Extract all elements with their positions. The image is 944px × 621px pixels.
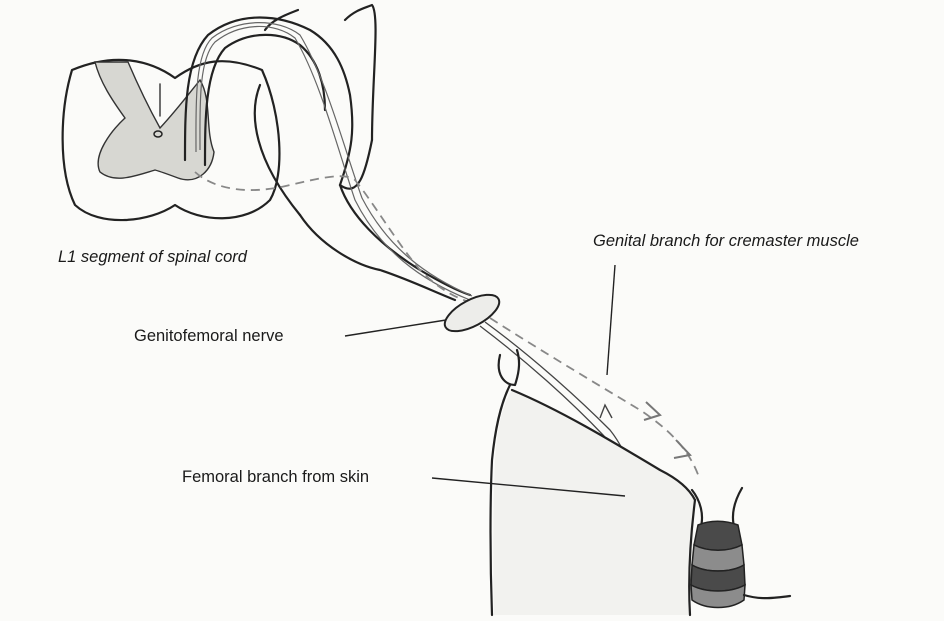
cremaster-band-1 bbox=[694, 521, 742, 550]
label-spinal-cord: L1 segment of spinal cord bbox=[58, 248, 248, 266]
cremaster-muscle bbox=[691, 488, 790, 608]
spinal-cord-cross-section bbox=[63, 60, 280, 220]
genitofemoral-ganglion bbox=[439, 287, 504, 338]
label-genital-branch: Genital branch for cremaster muscle bbox=[593, 232, 859, 250]
label-femoral-branch: Femoral branch from skin bbox=[182, 468, 369, 486]
thigh-skin-region bbox=[491, 350, 696, 615]
motor-pathway-dashed bbox=[195, 172, 480, 305]
genital-branch-leader bbox=[607, 265, 615, 375]
label-genitofemoral: Genitofemoral nerve bbox=[134, 327, 284, 345]
genitofemoral-leader bbox=[345, 320, 446, 336]
